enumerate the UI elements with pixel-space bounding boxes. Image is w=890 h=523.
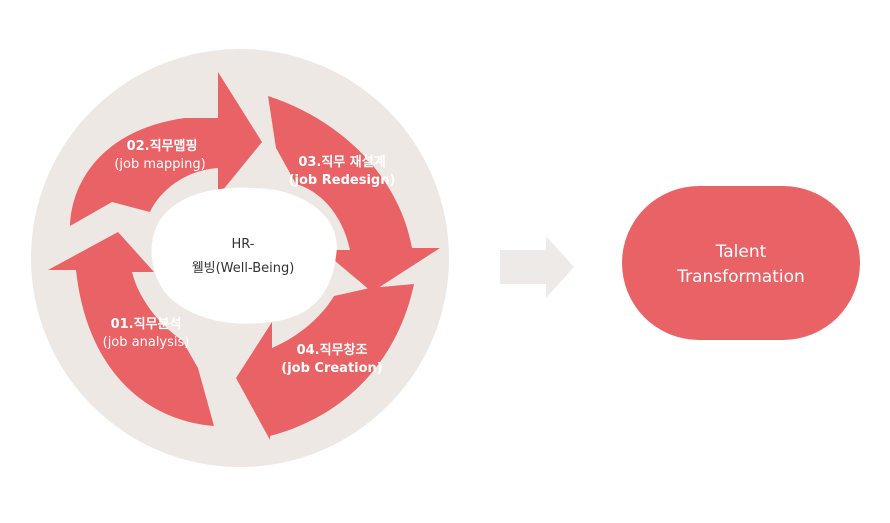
center-label-line2: 웰빙(Well-Being) — [192, 261, 295, 276]
step-label-subtitle: (job Creation) — [281, 361, 383, 376]
right-arrow-icon — [500, 236, 574, 298]
arrow-job-redesign — [268, 96, 440, 292]
arrow-job-mapping — [70, 72, 262, 226]
arrow-job-analysis — [48, 232, 214, 426]
outcome-label-line1: Talent — [715, 242, 767, 262]
center-hub — [151, 187, 337, 324]
step-label-title: 02.직무맵핑 — [127, 138, 198, 154]
step-label-subtitle: (job Redesign) — [289, 173, 396, 188]
center-label-line1: HR- — [232, 237, 255, 252]
step-label-title: 03.직무 재설계 — [298, 154, 385, 170]
outcome-pill — [622, 186, 860, 340]
step-label-title: 04.직무창조 — [297, 342, 368, 358]
arrow-job-creation — [236, 284, 414, 440]
step-label-subtitle: (job mapping) — [114, 157, 205, 172]
outcome-label-line2: Transformation — [676, 267, 805, 287]
step-label-subtitle: (job analysis) — [103, 335, 190, 350]
step-label-title: 01.직무분석 — [111, 316, 182, 332]
